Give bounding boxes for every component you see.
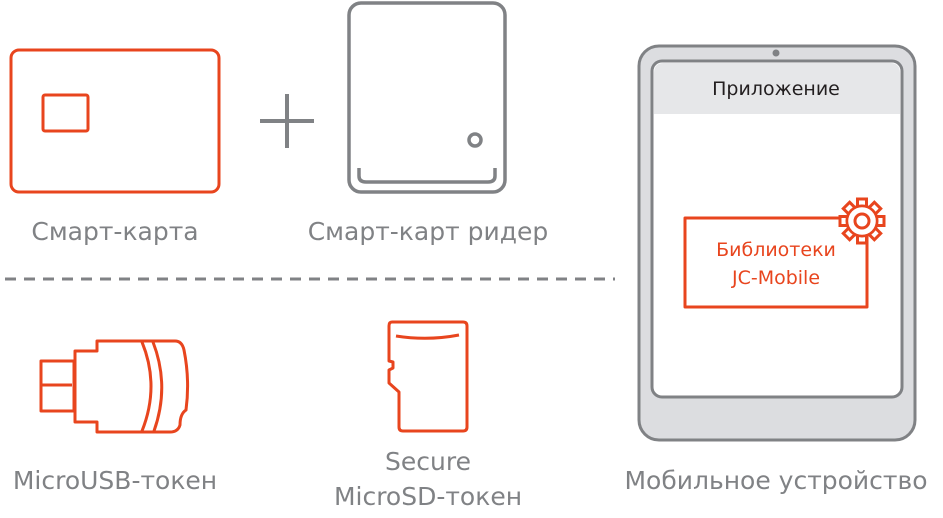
smart-card-icon xyxy=(9,48,221,194)
library-box xyxy=(683,216,869,309)
mobile-label: Мобильное устройство xyxy=(624,466,927,495)
mobile-device xyxy=(637,44,917,442)
smart-card-label: Смарт-карта xyxy=(31,217,198,246)
microsd-label-line2: MicroSD-токен xyxy=(334,482,522,511)
reader-label: Смарт-карт ридер xyxy=(308,217,549,246)
card-reader-icon xyxy=(347,1,507,194)
gear-icon xyxy=(838,197,886,245)
microsd-token-icon xyxy=(387,320,469,433)
app-header: Приложение xyxy=(712,78,840,100)
microusb-label: MicroUSB-токен xyxy=(13,466,217,495)
library-label-line1: Библиотеки xyxy=(716,239,836,261)
microusb-token-icon xyxy=(39,339,190,434)
library-label-line2: JC-Mobile xyxy=(731,267,820,289)
plus-icon xyxy=(260,94,314,148)
microsd-label-line1: Secure xyxy=(385,447,471,476)
camera-icon xyxy=(772,49,780,57)
